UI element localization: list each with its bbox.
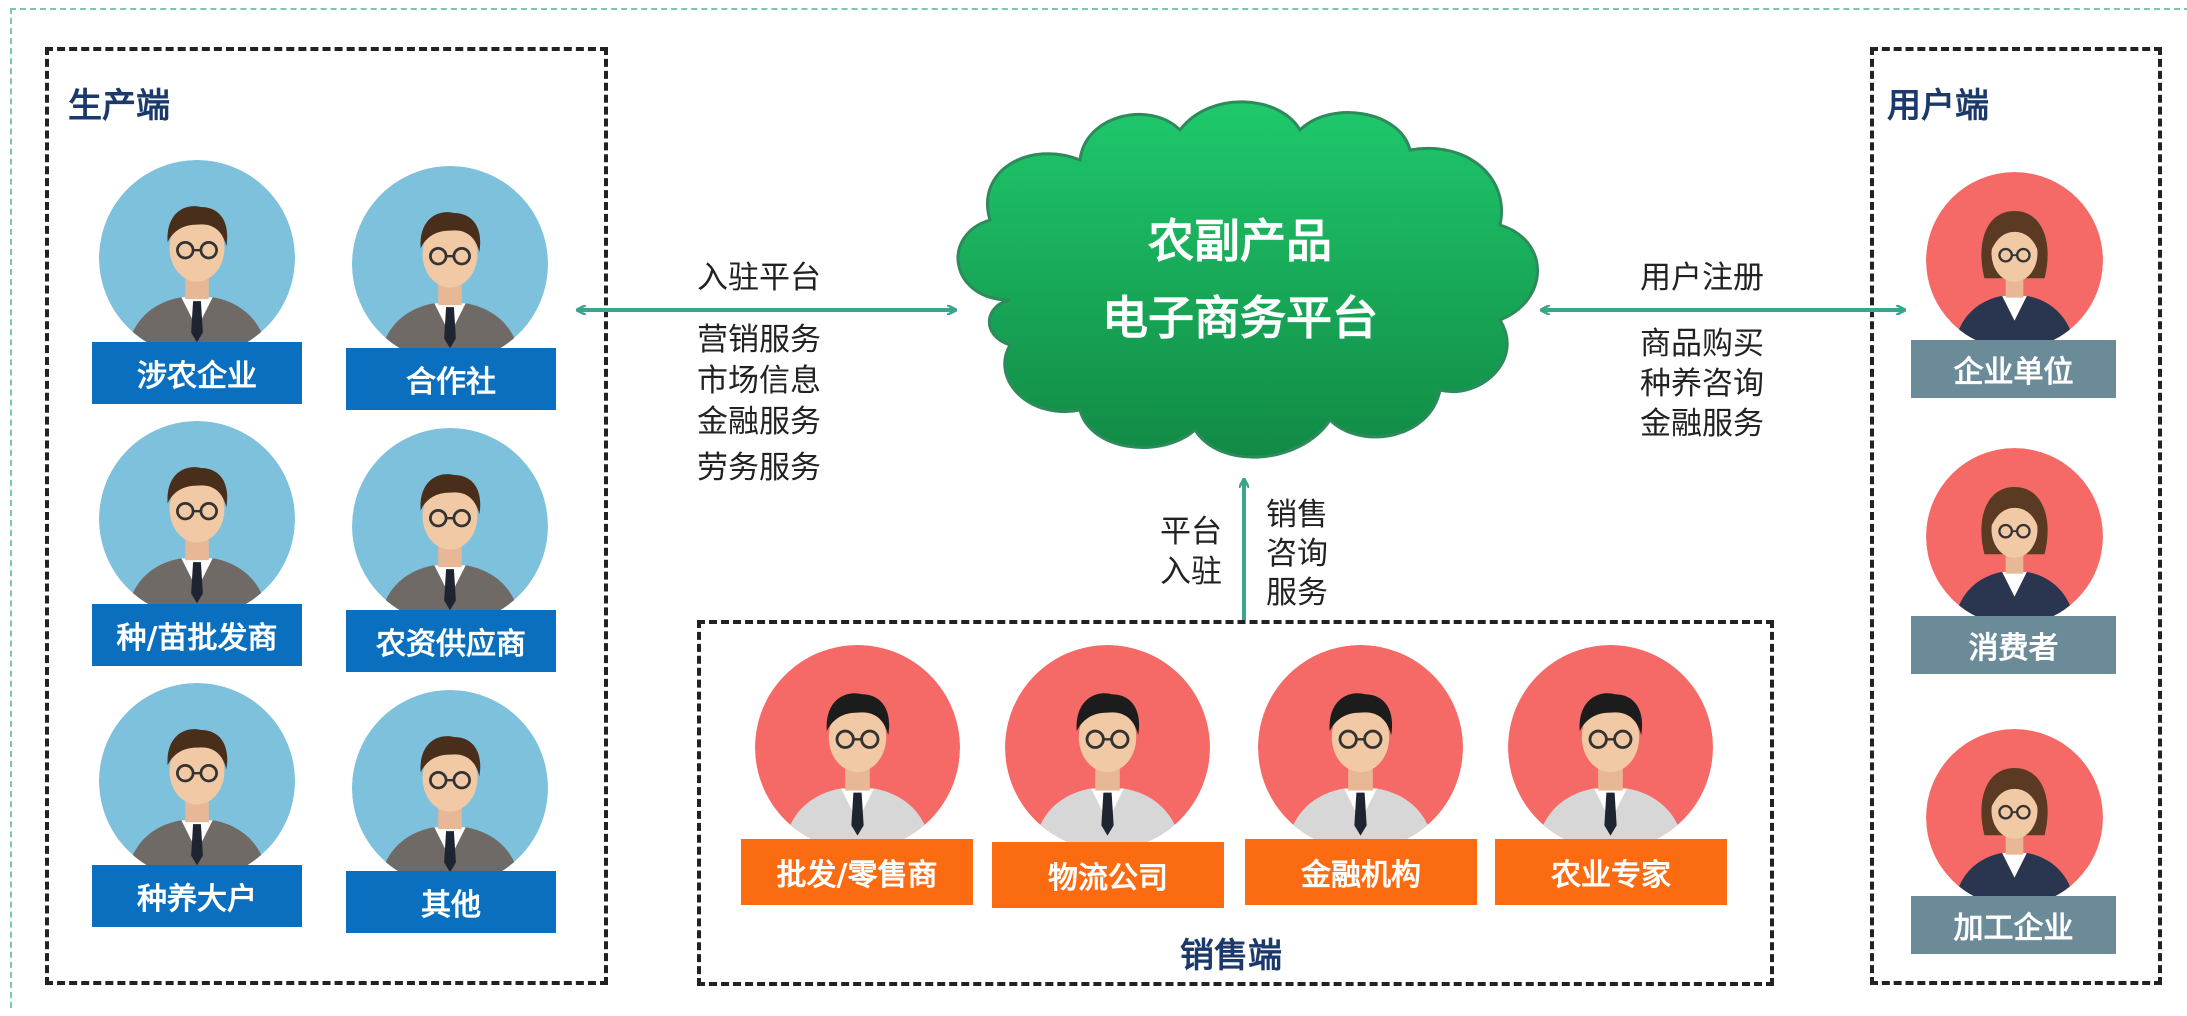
- avatar-man-icon: [99, 160, 295, 356]
- sales-title: 销售端: [1180, 936, 1282, 976]
- left-link-service: 市场信息: [697, 363, 821, 399]
- sales-box: [697, 620, 1774, 986]
- sales-label: 批发/零售商: [741, 839, 973, 905]
- user-box: [1870, 47, 2162, 985]
- user-label: 企业单位: [1911, 340, 2116, 398]
- avatar-man-icon: [352, 166, 548, 362]
- avatar-man-icon: [99, 683, 295, 879]
- sales-label: 物流公司: [992, 842, 1224, 908]
- avatar-man-icon: [1508, 645, 1713, 850]
- platform-title-line2: 电子商务平台: [1102, 291, 1378, 345]
- bottom-link-right: 咨询: [1266, 536, 1328, 572]
- right-link-service: 商品购买: [1640, 326, 1764, 362]
- producer-label: 合作社: [346, 348, 556, 410]
- sales-label: 金融机构: [1245, 839, 1477, 905]
- left-link-top: 入驻平台: [697, 260, 821, 296]
- avatar-man-icon: [99, 421, 295, 617]
- avatar-man-icon: [352, 428, 548, 624]
- left-link-service: 劳务服务: [697, 450, 821, 486]
- avatar-man-icon: [755, 645, 960, 850]
- producer-label: 涉农企业: [92, 342, 302, 404]
- bottom-link-right: 服务: [1266, 575, 1328, 611]
- producer-title: 生产端: [68, 86, 170, 126]
- avatar-woman-icon: [1926, 172, 2103, 349]
- right-link-service: 种养咨询: [1640, 366, 1764, 402]
- avatar-man-icon: [1258, 645, 1463, 850]
- cloud-shape: [956, 100, 1539, 459]
- left-link-service: 金融服务: [697, 404, 821, 440]
- producer-label: 其他: [346, 871, 556, 933]
- avatar-man-icon: [1005, 645, 1210, 850]
- bottom-link-right: 销售: [1266, 497, 1328, 533]
- avatar-man-icon: [352, 690, 548, 886]
- bottom-link-left: 入驻: [1160, 554, 1222, 590]
- avatar-woman-icon: [1926, 448, 2103, 625]
- user-label: 加工企业: [1911, 896, 2116, 954]
- producer-label: 农资供应商: [346, 610, 556, 672]
- user-title: 用户端: [1887, 86, 1989, 126]
- user-label: 消费者: [1911, 616, 2116, 674]
- platform-title-line1: 农副产品: [1148, 214, 1332, 268]
- outer-frame: [10, 8, 2187, 1008]
- right-link-service: 金融服务: [1640, 406, 1764, 442]
- producer-box: [45, 47, 608, 985]
- avatar-woman-icon: [1926, 729, 2103, 906]
- sales-label: 农业专家: [1495, 839, 1727, 905]
- left-link-service: 营销服务: [697, 322, 821, 358]
- right-link-top: 用户注册: [1640, 260, 1764, 296]
- bottom-link-left: 平台: [1160, 514, 1222, 550]
- producer-label: 种养大户: [92, 865, 302, 927]
- producer-label: 种/苗批发商: [92, 604, 302, 666]
